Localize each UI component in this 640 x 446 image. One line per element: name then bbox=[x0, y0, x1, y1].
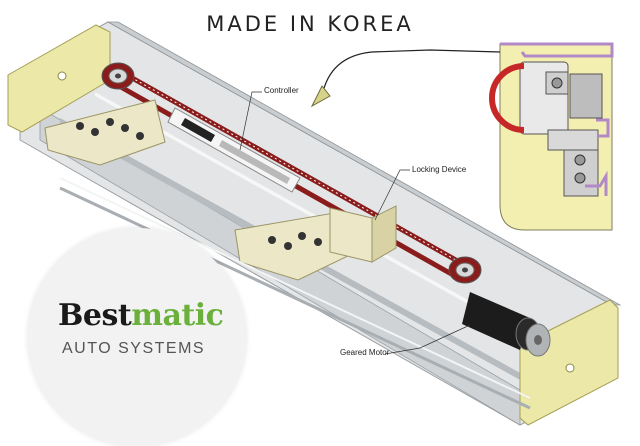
carriage-left bbox=[44, 99, 166, 166]
inset-leader bbox=[310, 49, 501, 108]
brand-tagline: AUTO SYSTEMS bbox=[62, 340, 206, 357]
locking-device bbox=[329, 205, 397, 263]
right-end-cap bbox=[519, 299, 619, 426]
callout-leaders bbox=[239, 91, 471, 355]
idler-pulley bbox=[101, 62, 135, 90]
brand-name-part1: Best bbox=[58, 298, 132, 333]
geared-motor bbox=[462, 292, 551, 357]
controller-board bbox=[167, 107, 301, 193]
callout-controller: Controller bbox=[264, 86, 299, 95]
drive-pulley bbox=[448, 256, 482, 284]
callout-geared-motor: Geared Motor bbox=[340, 348, 390, 357]
guide-rail bbox=[59, 177, 531, 410]
made-in-korea-headline: MADE IN KOREA bbox=[206, 12, 414, 36]
inset-detail bbox=[489, 42, 614, 231]
logo-badge bbox=[28, 228, 246, 446]
brand-name-part2: matic bbox=[131, 298, 224, 333]
brand-logo: Bestmatic bbox=[58, 298, 224, 333]
callout-locking-device: Locking Device bbox=[412, 165, 467, 174]
carriage-right bbox=[234, 211, 357, 281]
